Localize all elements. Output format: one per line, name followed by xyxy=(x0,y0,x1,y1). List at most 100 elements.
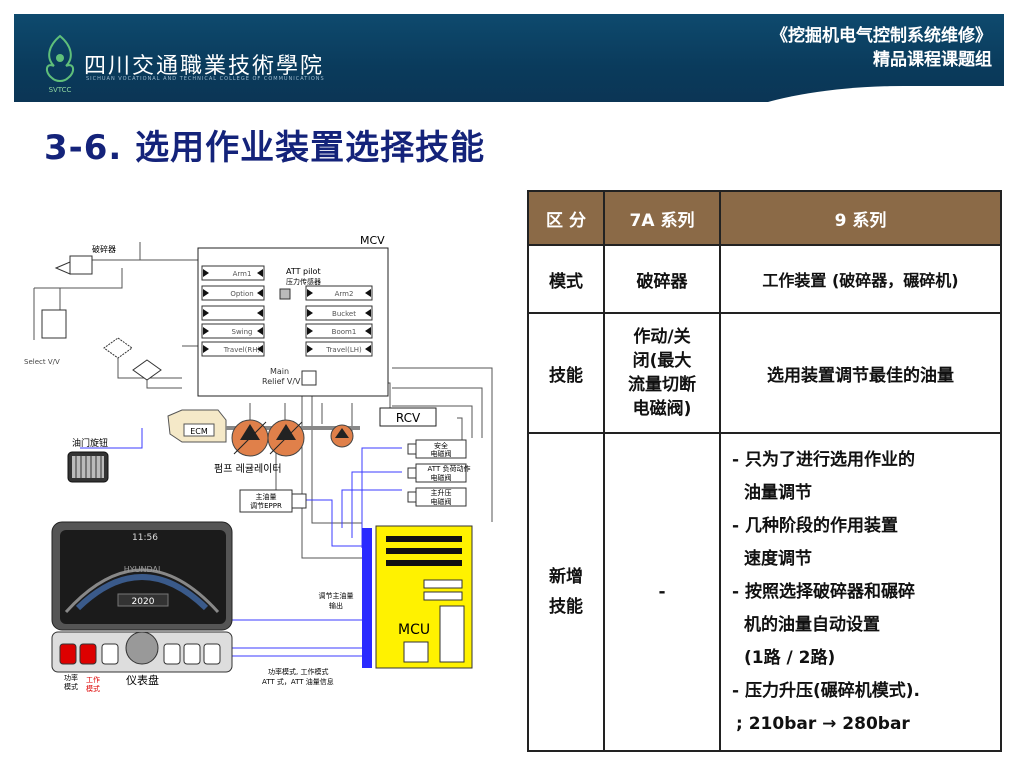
list-item: - 压力升压(碾碎机模式). xyxy=(732,680,920,701)
header-banner: SVTCC 四川交通職業技術學院 SICHUAN VOCATIONAL AND … xyxy=(14,14,1004,102)
spool-label: Boom1 xyxy=(332,328,357,336)
school-logo-icon: SVTCC xyxy=(46,34,74,94)
solenoid-label: ATT 负荷动作 xyxy=(428,464,471,473)
main-relief-valve xyxy=(301,370,317,386)
signal-label: 功率模式, 工作模式 xyxy=(268,667,328,676)
cluster-time: 11:56 xyxy=(132,533,158,543)
row-label: 模式 xyxy=(527,244,605,314)
work-mode-label: 工作 xyxy=(86,675,100,684)
spool-label: Travel(LH) xyxy=(325,346,362,354)
solenoid-valves: 安全 电磁阀 ATT 负荷动作 电磁阀 主升压 电磁阀 xyxy=(407,439,471,507)
row-label: 技能 xyxy=(527,312,605,434)
cell-7a: 作动/关 闭(最大 流量切断 电磁阀) xyxy=(603,312,721,434)
list-item: ; 210bar → 280bar xyxy=(736,713,910,734)
header-swoosh xyxy=(704,86,1004,102)
pump-regulator-label: 펌프 레귤레이터 xyxy=(214,463,282,475)
table-row: 模式 破碎器 工作装置 (破碎器，碾碎机) xyxy=(527,244,1002,314)
ecm-box xyxy=(183,423,215,437)
breaker-tip-icon xyxy=(54,261,71,275)
cell-9: 选用装置调节最佳的油量 xyxy=(719,312,1002,434)
solenoid-label: 主升压 xyxy=(431,488,452,497)
filter-icon xyxy=(103,337,133,359)
pilot-pump-icon xyxy=(330,424,354,448)
spool-label: Travel(RH) xyxy=(223,346,261,354)
spool-label: Bucket xyxy=(332,310,356,318)
mcv-label: MCV xyxy=(360,234,385,247)
cluster-brand: HYUNDAI xyxy=(124,565,161,574)
cluster-readout: 2020 xyxy=(132,597,155,607)
mcu-label: MCU xyxy=(398,622,430,638)
solenoid-label: 安全 xyxy=(434,441,448,450)
list-item: 速度调节 xyxy=(744,548,812,569)
ecm-label: ECM xyxy=(190,427,208,436)
pump-icon xyxy=(267,419,305,457)
cell-7a: 破碎器 xyxy=(603,244,721,314)
breaker-body xyxy=(69,255,93,275)
list-item: - 只为了进行选用作业的 xyxy=(732,449,915,470)
list-item: 油量调节 xyxy=(744,482,812,503)
table-row: 技能 作动/关 闭(最大 流量切断 电磁阀) 选用装置调节最佳的油量 xyxy=(527,312,1002,434)
spool-label: Arm1 xyxy=(233,270,252,278)
eppr-label-2: 调节EPPR xyxy=(250,501,282,510)
list-item: - 按照选择破碎器和碾碎 xyxy=(732,581,915,602)
power-mode-button[interactable] xyxy=(59,643,77,665)
list-item: 机的油量自动设置 xyxy=(744,614,880,635)
course-title-line2: 精品课程课题组 xyxy=(873,50,992,70)
pump-icon xyxy=(231,419,269,457)
list-item: (1路 / 2路) xyxy=(744,647,836,668)
work-mode-label-2: 模式 xyxy=(86,684,100,693)
hydraulic-diagram: 破碎器 Select V/V MCV ATT pilot 压力传感器 Arm1 … xyxy=(24,234,493,693)
rcv-block xyxy=(379,407,437,427)
throttle-label: 油门旋钮 xyxy=(72,437,108,449)
row-label-line: 技能 xyxy=(549,597,583,617)
course-title: 《挖掘机电气控制系统维修》 精品课程课题组 xyxy=(771,24,992,72)
flow-output-label: 调节主油量 xyxy=(319,591,354,600)
table-header-row: 区 分 7A 系列 9 系列 xyxy=(527,190,1002,246)
list-item: - 几种阶段的作用装置 xyxy=(732,515,898,536)
school-name: 四川交通職業技術學院 xyxy=(84,54,325,79)
att-pilot-label: ATT pilot xyxy=(286,267,321,276)
solenoid-label: 电磁阀 xyxy=(431,449,452,458)
table-header-cell: 7A 系列 xyxy=(603,190,721,246)
spool-label: Arm2 xyxy=(335,290,354,298)
att-sensor-label: 压力传感器 xyxy=(286,277,321,286)
eppr-solenoid xyxy=(291,493,307,509)
cooler-icon xyxy=(132,359,162,381)
work-mode-button[interactable] xyxy=(79,643,97,665)
row-label-line: 新增 xyxy=(549,567,583,587)
cell-7a: - xyxy=(603,432,721,752)
spool-label: Option xyxy=(230,290,253,298)
feature-list: - 只为了进行选用作业的 油量调节 - 几种阶段的作用装置 速度调节 - 按照选… xyxy=(722,444,999,741)
school-english-name: SICHUAN VOCATIONAL AND TECHNICAL COLLEGE… xyxy=(86,76,325,82)
att-pilot-sensor xyxy=(279,288,291,300)
eppr-label: 主油量 xyxy=(256,492,277,501)
cell-line: 电磁阀) xyxy=(632,399,692,419)
main-relief-label-2: Relief V/V xyxy=(262,377,301,386)
flow-output-label-2: 输出 xyxy=(329,601,343,610)
spool-label: Swing xyxy=(232,328,253,336)
spools-right: Arm2 Bucket Boom1 Travel(LH) xyxy=(305,285,373,357)
rcv-label: RCV xyxy=(396,411,421,425)
signal-label-2: ATT 式，ATT 油量信息 xyxy=(262,677,334,686)
cell-9: - 只为了进行选用作业的 油量调节 - 几种阶段的作用装置 速度调节 - 按照选… xyxy=(719,432,1002,752)
power-mode-label-2: 模式 xyxy=(64,682,78,691)
cell-line: 流量切断 xyxy=(628,375,696,395)
select-valve-icon xyxy=(41,309,67,339)
cell-9: 工作装置 (破碎器，碾碎机) xyxy=(719,244,1002,314)
select-valve-label: Select V/V xyxy=(24,358,60,366)
throttle-dial-icon xyxy=(67,451,109,483)
course-title-line1: 《挖掘机电气控制系统维修》 xyxy=(771,26,992,46)
cluster-label: 仪表盘 xyxy=(126,673,159,687)
table-row: 新增 技能 - - 只为了进行选用作业的 油量调节 - 几种阶段的作用装置 速度… xyxy=(527,432,1002,752)
breaker-label: 破碎器 xyxy=(92,244,116,254)
page-title: 3-6. 选用作业装置选择技能 xyxy=(44,128,486,168)
table-header-cell: 区 分 xyxy=(527,190,605,246)
mcu-unit: MCU xyxy=(362,525,473,669)
main-relief-label: Main xyxy=(270,367,289,376)
row-label: 新增 技能 xyxy=(527,432,605,752)
comparison-table: 区 分 7A 系列 9 系列 模式 破碎器 工作装置 (破碎器，碾碎机) 技能 … xyxy=(527,190,1002,752)
instrument-cluster: 11:56 HYUNDAI 2020 xyxy=(51,521,233,673)
solenoid-label: 电磁阀 xyxy=(431,473,452,482)
solenoid-label: 电磁阀 xyxy=(431,497,452,506)
power-mode-label: 功率 xyxy=(64,673,78,682)
